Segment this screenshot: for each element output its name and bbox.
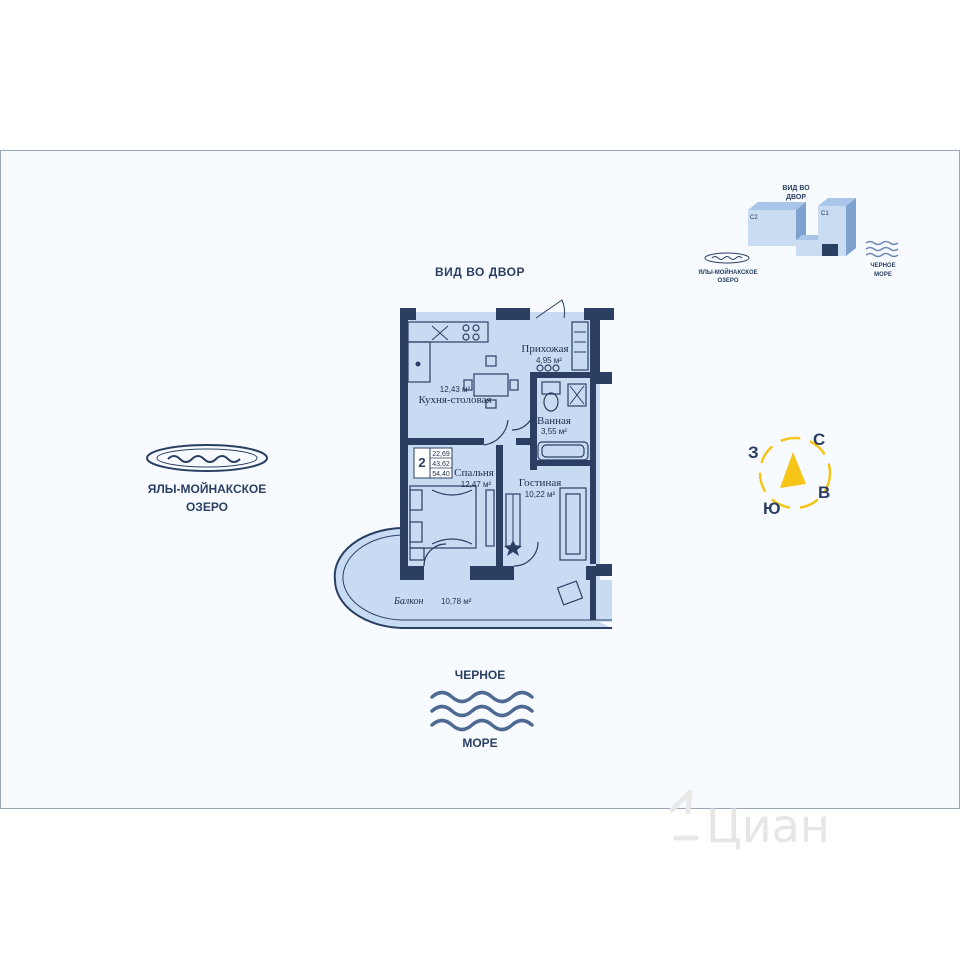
compass-north: С bbox=[813, 430, 825, 449]
minimap-sea-icon bbox=[865, 240, 899, 258]
watermark-text: Циан bbox=[706, 799, 830, 853]
living-furniture bbox=[504, 487, 587, 606]
compass-arrow bbox=[780, 452, 806, 488]
minimap-lake-icon bbox=[704, 252, 750, 264]
minimap-label-c1: С1 bbox=[821, 211, 829, 217]
kitchen-furniture bbox=[407, 321, 519, 409]
balcony-area: 10,78 м² bbox=[441, 597, 472, 606]
lake-name-line2: ОЗЕРО bbox=[186, 500, 228, 514]
watermark: Циан bbox=[669, 789, 830, 853]
living-name: Гостиная bbox=[519, 477, 562, 489]
minimap-courtyard-line1: ВИД ВО bbox=[782, 185, 810, 192]
sea-waves-icon bbox=[430, 690, 534, 732]
hallway-furniture bbox=[536, 321, 589, 372]
compass-west: З bbox=[748, 443, 759, 462]
bedroom-area: 12,47 м² bbox=[461, 480, 492, 489]
compass-south: Ю bbox=[763, 499, 781, 518]
compass-rose bbox=[758, 436, 832, 510]
minimap-lake-line1: ЯЛЫ-МОЙНАКСКОЕ bbox=[698, 268, 757, 276]
kitchen-area: 12,43 м² bbox=[440, 385, 471, 394]
minimap-lake-line2: ОЗЕРО bbox=[717, 278, 738, 284]
sea-name-line1: ЧЕРНОЕ bbox=[455, 668, 505, 682]
watermark-icon bbox=[669, 789, 699, 841]
living-area: 10,22 м² bbox=[525, 490, 556, 499]
bathroom-fixtures bbox=[537, 381, 589, 461]
living-area-total: 22,69 bbox=[432, 451, 450, 458]
sea-name-line2: МОРЕ bbox=[462, 736, 497, 750]
bathroom-area: 3,55 м² bbox=[541, 427, 567, 436]
minimap-label-c2: С2 bbox=[750, 215, 758, 221]
apartment-plan: Прихожая 4,95 м² 12,43 м² Кухня-столовая… bbox=[333, 299, 614, 629]
total-area: 54,40 bbox=[432, 471, 450, 478]
summary-box bbox=[413, 447, 453, 479]
minimap-sea-line1: ЧЕРНОЕ bbox=[870, 263, 895, 269]
bedroom-furniture bbox=[409, 485, 495, 561]
courtyard-view-label: ВИД ВО ДВОР bbox=[435, 265, 525, 279]
bedroom-name: Спальня bbox=[454, 467, 494, 479]
balcony-name: Балкон bbox=[393, 596, 424, 607]
location-minimap: ВИД ВО ДВОР С2 С1 ЯЛЫ-МОЙНАКСКОЕ ОЗЕРО Ч… bbox=[698, 185, 899, 284]
hallway-area: 4,95 м² bbox=[536, 356, 562, 365]
entry-door bbox=[535, 299, 566, 319]
bathroom-name: Ванная bbox=[537, 415, 571, 427]
lake-name-line1: ЯЛЫ-МОЙНАКСКОЕ bbox=[148, 481, 267, 496]
minimap-sea-line2: МОРЕ bbox=[874, 272, 892, 278]
hallway-name: Прихожая bbox=[521, 343, 568, 355]
area-no-balcony: 43,62 bbox=[432, 461, 450, 468]
minimap-courtyard-line2: ДВОР bbox=[786, 194, 806, 201]
lake-icon bbox=[146, 444, 268, 472]
minimap-building-c2 bbox=[748, 210, 796, 246]
kitchen-name: Кухня-столовая bbox=[419, 394, 492, 406]
compass-east: В bbox=[818, 483, 830, 502]
rooms-count: 2 bbox=[418, 455, 425, 470]
